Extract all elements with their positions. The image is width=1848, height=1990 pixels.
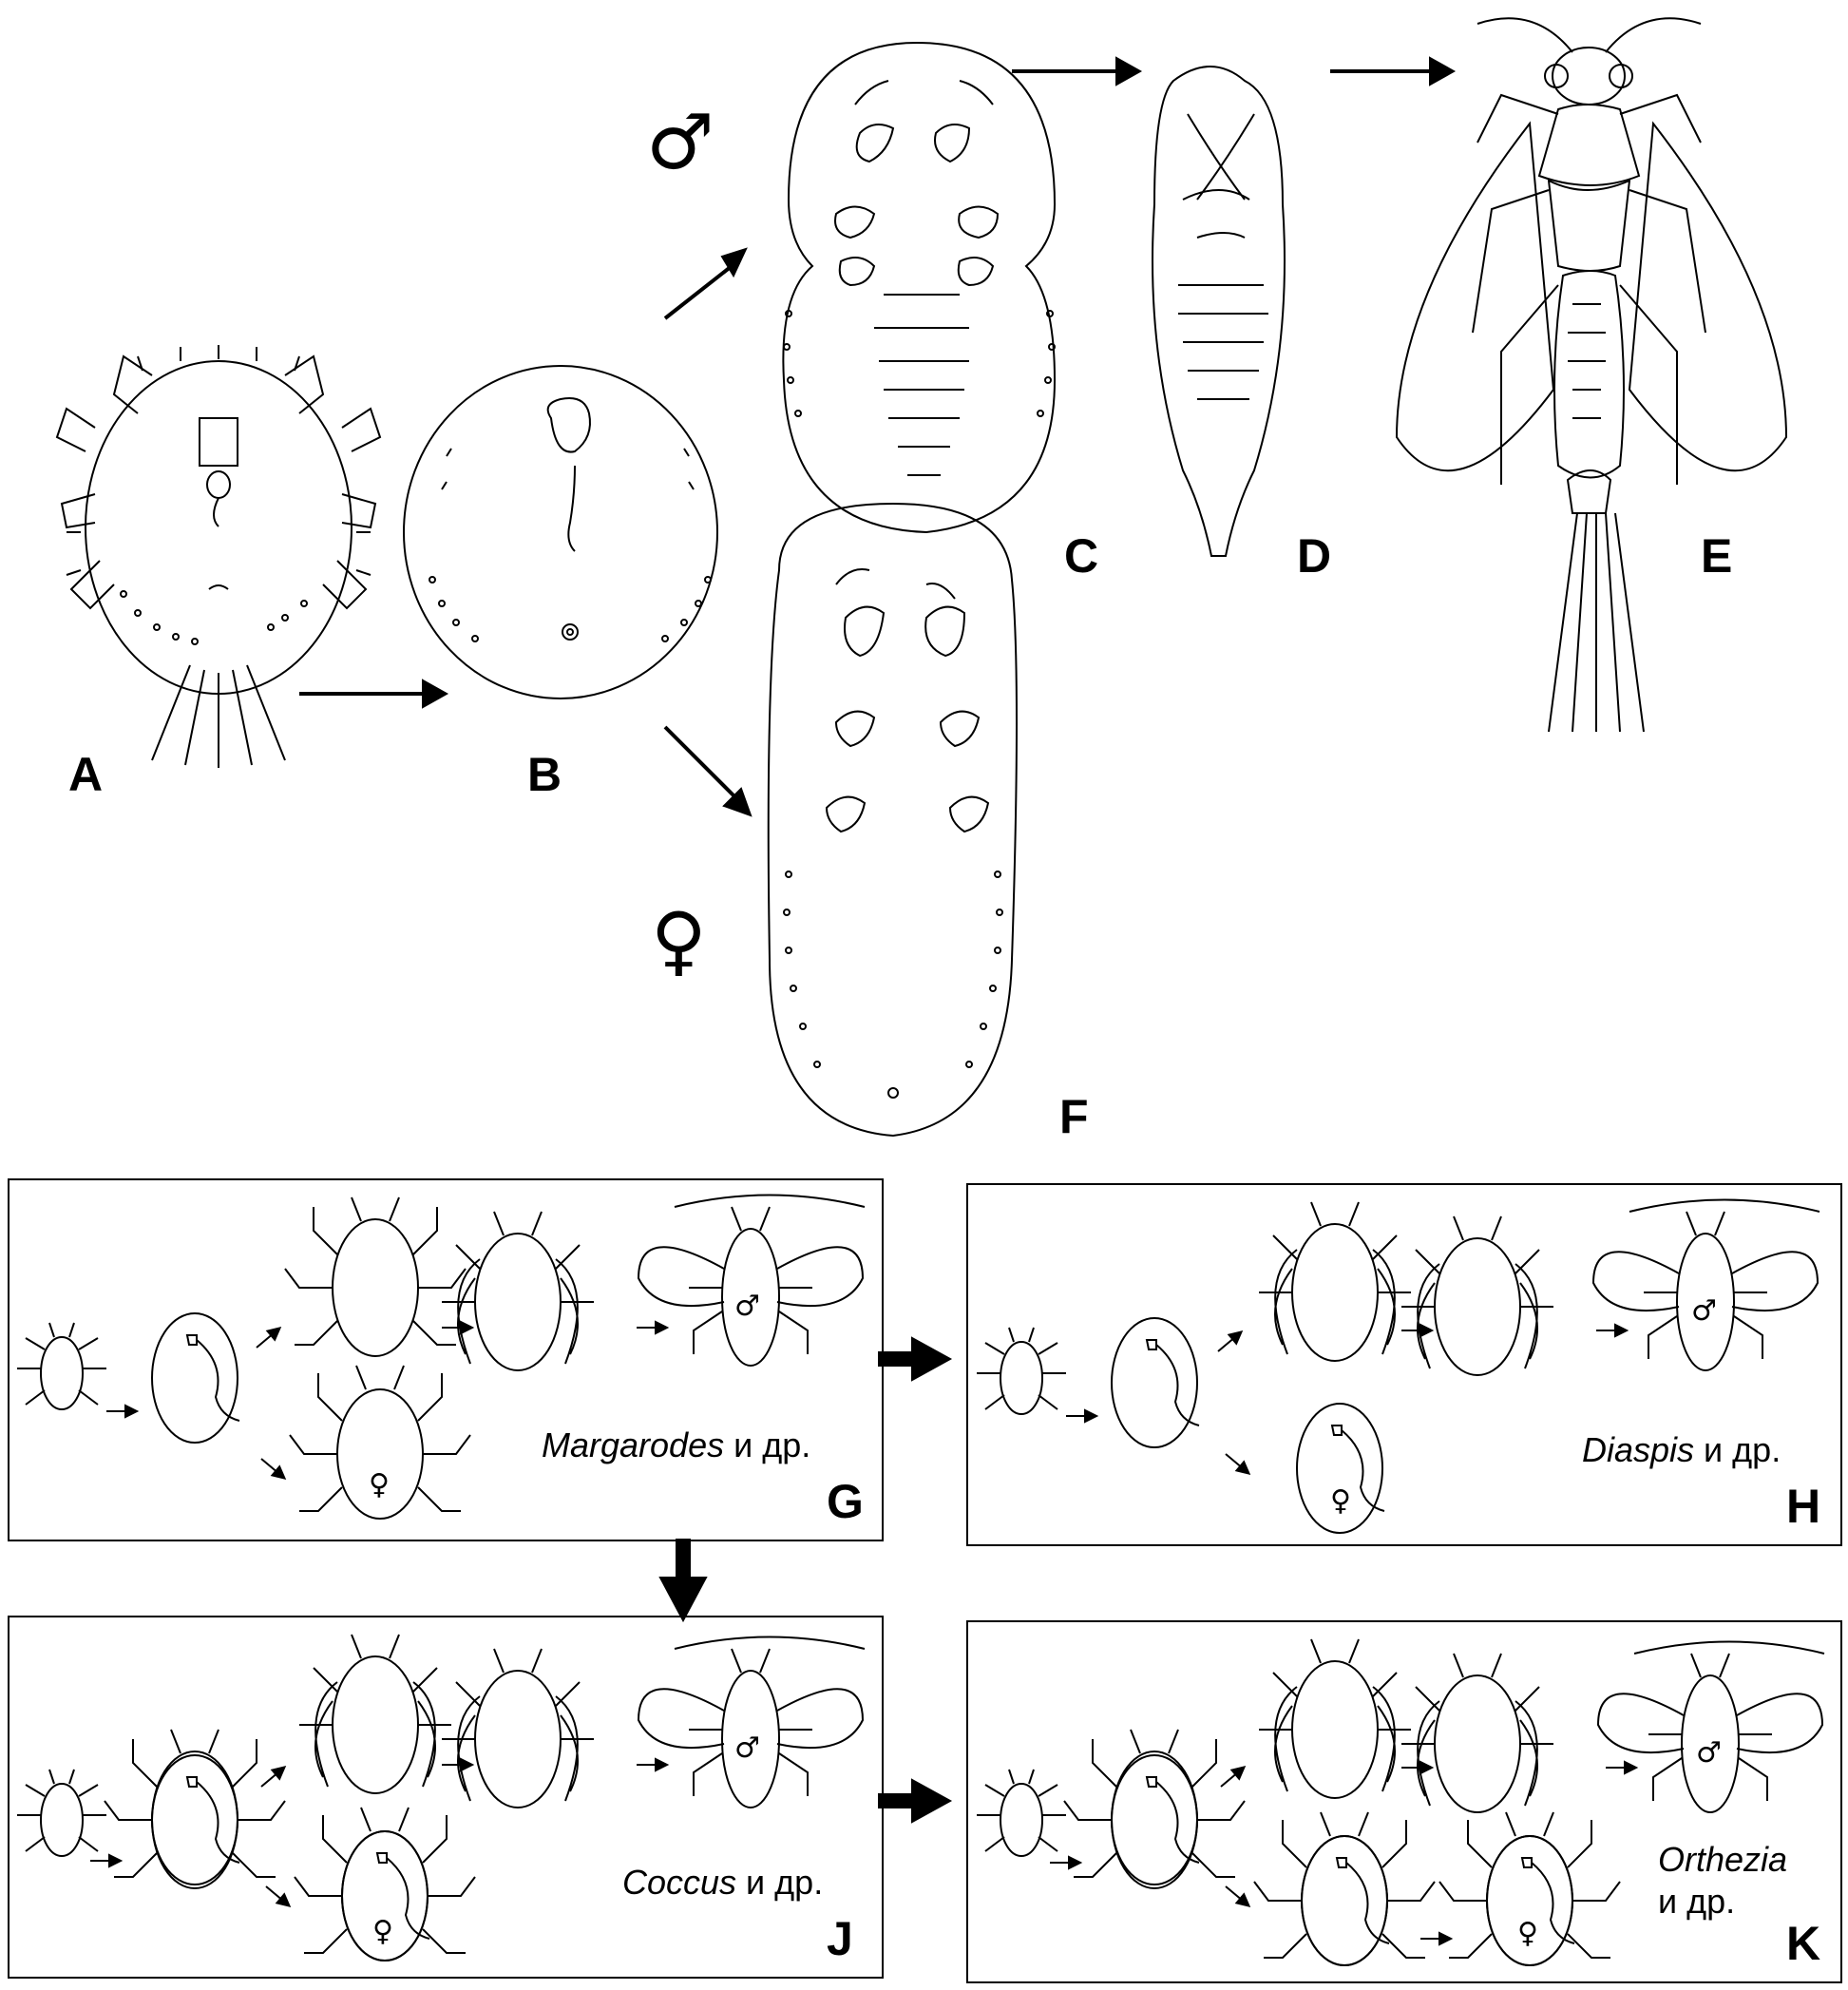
panel-g-title: Margarodes и др. [542, 1426, 811, 1464]
panel-g-male-symbol: ♂ [734, 1290, 760, 1323]
panel-j-schematic [16, 1634, 866, 1961]
stage-label-e: E [1701, 529, 1733, 583]
male-prepupa-drawing [782, 41, 1057, 534]
panel-j-female-symbol: ♀ [372, 1915, 393, 1948]
stage-label-c: C [1064, 529, 1099, 583]
panel-g-female-symbol: ♀ [369, 1468, 390, 1502]
panel-j-title: Coccus и др. [622, 1863, 824, 1902]
panel-k [966, 1620, 1842, 1983]
panel-h [966, 1183, 1842, 1546]
adult-male-drawing [1395, 17, 1788, 733]
panel-h-label: H [1786, 1480, 1821, 1533]
panel-k-female-symbol: ♀ [1517, 1917, 1538, 1950]
life-cycle-illustration [55, 17, 1788, 1138]
panel-j-male-symbol: ♂ [734, 1732, 760, 1765]
arrow-j-to-k [878, 1778, 953, 1824]
panel-h-title: Diaspis и др. [1582, 1430, 1781, 1469]
panel-g-label: G [827, 1475, 864, 1528]
crawler-larva-drawing [55, 345, 382, 768]
arrow-g-to-j [658, 1539, 708, 1623]
adult-female-drawing [767, 502, 1018, 1138]
male-symbol: ♂ [646, 98, 714, 186]
panel-h-schematic [976, 1198, 1820, 1534]
stage-label-b: B [527, 748, 562, 801]
cyst-drawing [403, 365, 718, 699]
panel-g-schematic [16, 1194, 866, 1520]
stage-label-f: F [1059, 1090, 1089, 1143]
pupa-drawing [1152, 66, 1286, 557]
panel-k-male-symbol: ♂ [1696, 1736, 1722, 1770]
panel-h-male-symbol: ♂ [1691, 1294, 1717, 1328]
stage-label-d: D [1297, 529, 1332, 583]
arrow-g-to-h [878, 1336, 953, 1382]
stage-label-a: A [68, 748, 104, 801]
panel-j-label: J [827, 1912, 853, 1965]
panel-h-female-symbol: ♀ [1330, 1484, 1351, 1518]
panel-k-label: K [1786, 1917, 1821, 1970]
female-symbol: ♀ [651, 896, 707, 985]
